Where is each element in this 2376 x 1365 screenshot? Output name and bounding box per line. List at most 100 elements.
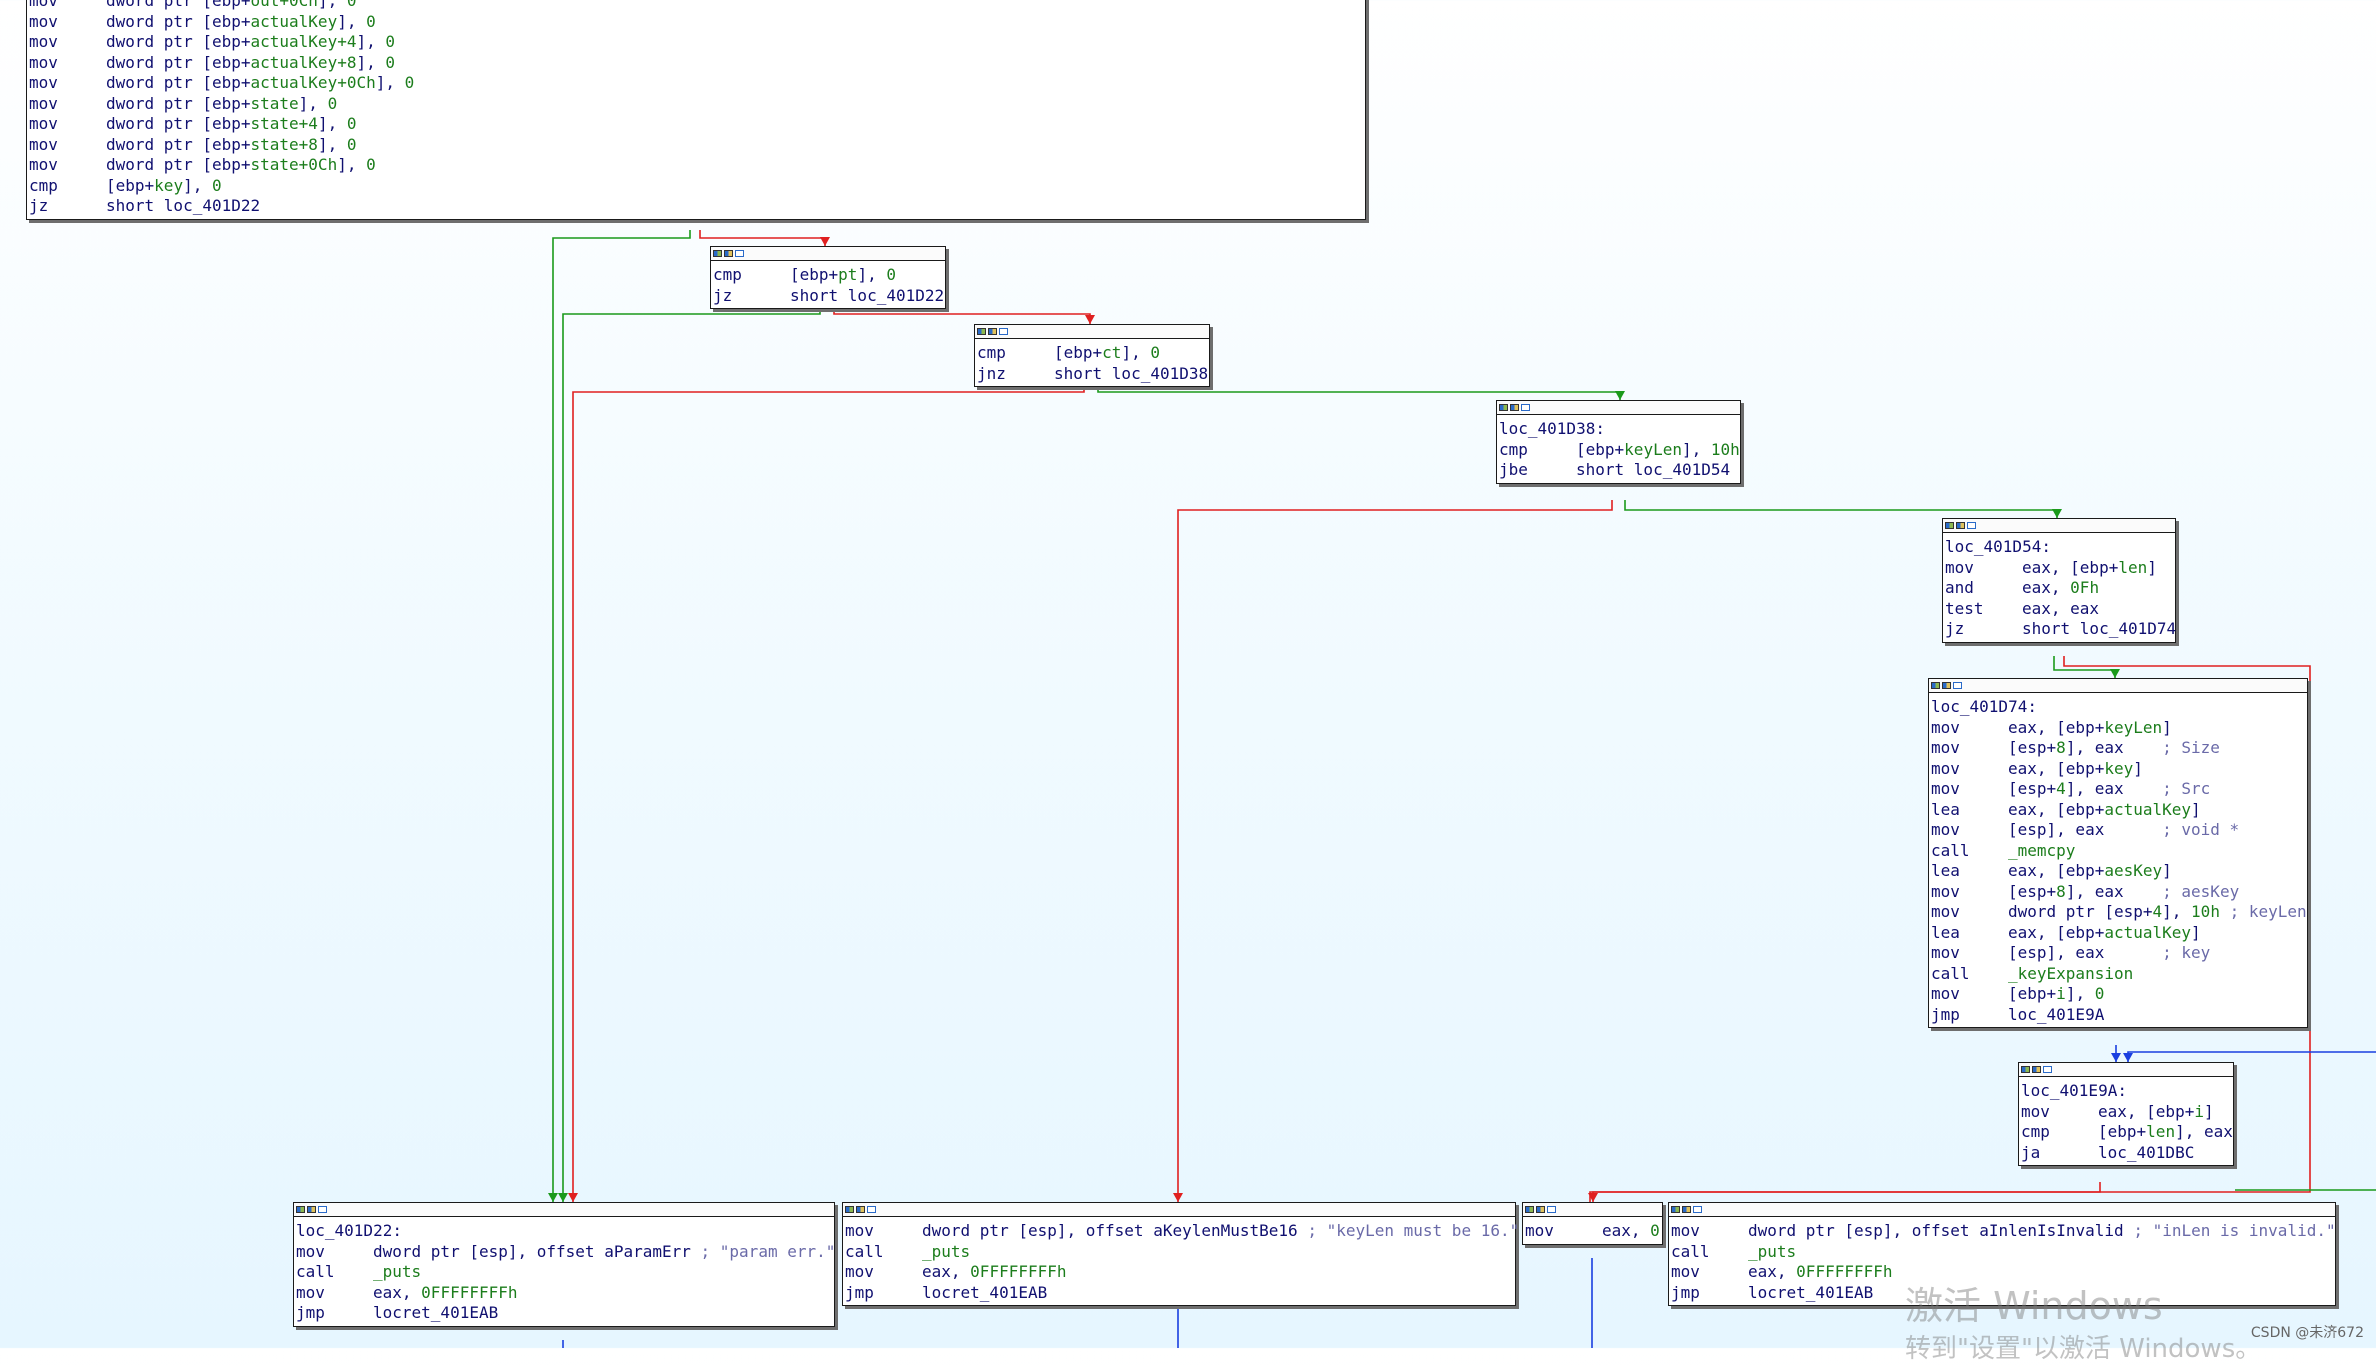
edge-n4-to-n5[interactable] bbox=[2053, 656, 2116, 678]
asm-line[interactable]: cmp[ebp+ct], 0 bbox=[977, 343, 1207, 364]
operand-variable[interactable]: 4 bbox=[2152, 902, 2163, 921]
block-header[interactable] bbox=[294, 1203, 834, 1217]
block-color-icon[interactable] bbox=[845, 1206, 854, 1213]
block-minimize-icon[interactable] bbox=[2043, 1066, 2052, 1073]
block-minimize-icon[interactable] bbox=[1521, 404, 1530, 411]
block-group-icon[interactable] bbox=[2032, 1066, 2041, 1073]
block-header[interactable] bbox=[711, 247, 945, 261]
operand-variable[interactable]: keyLen bbox=[1624, 439, 1682, 459]
asm-line[interactable]: mov[esp+8], eax ; aesKey bbox=[1931, 882, 2305, 903]
block-color-icon[interactable] bbox=[1931, 682, 1940, 689]
operand-symbol[interactable]: _puts bbox=[1748, 1241, 1797, 1261]
block-minimize-icon[interactable] bbox=[1693, 1206, 1702, 1213]
code-label[interactable]: loc_401D74: bbox=[1931, 697, 2037, 716]
asm-line[interactable]: call_keyExpansion bbox=[1931, 964, 2305, 985]
operand-variable[interactable]: state+0Ch bbox=[250, 155, 338, 174]
block-minimize-icon[interactable] bbox=[735, 250, 744, 257]
edge-n2-to-n7[interactable] bbox=[572, 384, 1085, 1202]
block-group-icon[interactable] bbox=[307, 1206, 316, 1213]
code-label[interactable]: loc_401D38: bbox=[1499, 419, 1605, 438]
asm-line[interactable]: loc_401D54: bbox=[1945, 537, 2173, 558]
asm-line[interactable]: call_memcpy bbox=[1931, 841, 2305, 862]
edge-n0-to-n1[interactable] bbox=[699, 230, 826, 246]
asm-line[interactable]: cmp[ebp+key], 0 bbox=[29, 176, 1363, 197]
block-group-icon[interactable] bbox=[1956, 522, 1965, 529]
block-color-icon[interactable] bbox=[977, 328, 986, 335]
asm-line[interactable]: mov[ebp+i], 0 bbox=[1931, 984, 2305, 1005]
operand-variable[interactable]: 4 bbox=[2056, 779, 2066, 798]
block-group-icon[interactable] bbox=[1510, 404, 1519, 411]
operand-symbol[interactable]: _puts bbox=[922, 1241, 971, 1261]
asm-line[interactable]: call_puts bbox=[296, 1262, 832, 1283]
block-minimize-icon[interactable] bbox=[318, 1206, 327, 1213]
block-group-icon[interactable] bbox=[724, 250, 733, 257]
asm-line[interactable]: loc_401D74: bbox=[1931, 697, 2305, 718]
operand-variable[interactable]: key bbox=[154, 175, 184, 195]
operand-variable[interactable]: 8 bbox=[2056, 881, 2066, 901]
operand-variable[interactable]: pt bbox=[838, 265, 858, 284]
block-group-icon[interactable] bbox=[988, 328, 997, 335]
operand-variable[interactable]: state+4 bbox=[250, 114, 318, 133]
code-label[interactable]: loc_401D54: bbox=[1945, 537, 2051, 556]
block-minimize-icon[interactable] bbox=[1967, 522, 1976, 529]
operand-variable[interactable]: i bbox=[2194, 1101, 2204, 1121]
code-label[interactable]: loc_401E9A: bbox=[2021, 1081, 2127, 1100]
operand-symbol[interactable]: _memcpy bbox=[2008, 840, 2076, 860]
operand-symbol[interactable]: _puts bbox=[373, 1262, 422, 1281]
edge-n6-to-n9[interactable] bbox=[1592, 1182, 2101, 1202]
block-color-icon[interactable] bbox=[1671, 1206, 1680, 1213]
operand-variable[interactable]: keyLen bbox=[2104, 717, 2163, 737]
asm-line[interactable]: cmp[ebp+pt], 0 bbox=[713, 265, 943, 286]
operand-symbol[interactable]: _keyExpansion bbox=[2008, 963, 2134, 983]
block-color-icon[interactable] bbox=[1945, 522, 1954, 529]
operand-variable[interactable]: actualKey+0Ch bbox=[250, 73, 376, 92]
block-header[interactable] bbox=[1943, 519, 2175, 533]
block-color-icon[interactable] bbox=[1499, 404, 1508, 411]
asm-line[interactable]: mov[esp], eax ; void * bbox=[1931, 820, 2305, 841]
asm-line[interactable]: loc_401E9A: bbox=[2021, 1081, 2231, 1102]
operand-variable[interactable]: key bbox=[2104, 758, 2134, 778]
block-group-icon[interactable] bbox=[1942, 682, 1951, 689]
asm-line[interactable]: cmp[ebp+keyLen], 10h bbox=[1499, 439, 1740, 461]
block-header[interactable] bbox=[1497, 401, 1740, 415]
block-header[interactable] bbox=[1929, 679, 2307, 693]
block-color-icon[interactable] bbox=[713, 250, 722, 257]
block-minimize-icon[interactable] bbox=[1547, 1206, 1556, 1213]
block-group-icon[interactable] bbox=[1682, 1206, 1691, 1213]
operand-variable[interactable]: actualKey+4 bbox=[250, 32, 357, 51]
